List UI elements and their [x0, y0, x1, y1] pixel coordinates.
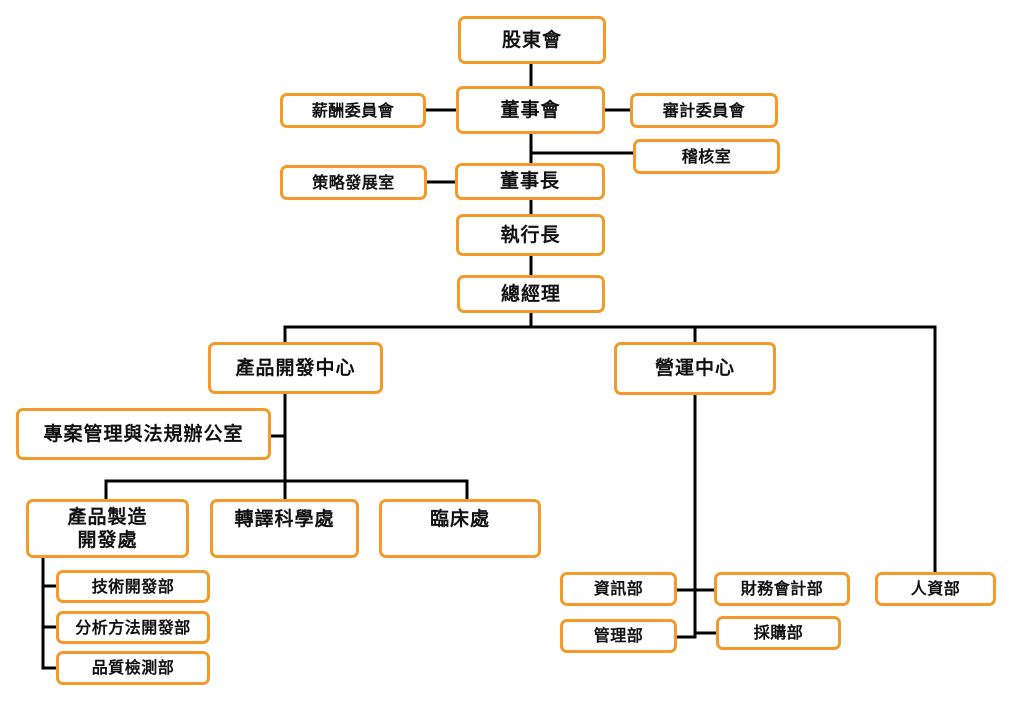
it-node: 資訊部: [560, 572, 677, 606]
clinical-node: 臨床處: [379, 499, 541, 558]
finance-accounting-node: 財務會計部: [714, 572, 850, 606]
ceo-node: 執行長: [456, 214, 605, 256]
operations-center-node: 營運中心: [614, 342, 776, 395]
shareholders-node: 股東會: [458, 16, 606, 64]
translational-science-node: 轉譯科學處: [210, 499, 359, 558]
analytical-method-dev-node: 分析方法開發部: [56, 611, 210, 644]
project-office-node: 專案管理與法規辦公室: [16, 408, 271, 460]
procurement-node: 採購部: [716, 616, 841, 650]
chairman-node: 董事長: [455, 163, 605, 200]
compensation-committee-node: 薪酬委員會: [280, 93, 426, 128]
quality-control-node: 品質檢測部: [56, 651, 210, 685]
general-manager-node: 總經理: [457, 275, 605, 313]
tech-dev-node: 技術開發部: [56, 570, 210, 603]
product-dev-center-node: 產品開發中心: [208, 342, 383, 394]
internal-audit-node: 稽核室: [633, 139, 780, 174]
manufacturing-dev-node: 產品製造 開發處: [26, 499, 189, 558]
hr-node: 人資部: [875, 572, 996, 606]
management-node: 管理部: [560, 619, 677, 653]
board-node: 董事會: [456, 86, 605, 134]
strategy-office-node: 策略發展室: [280, 165, 427, 200]
audit-committee-node: 審計委員會: [630, 93, 778, 128]
